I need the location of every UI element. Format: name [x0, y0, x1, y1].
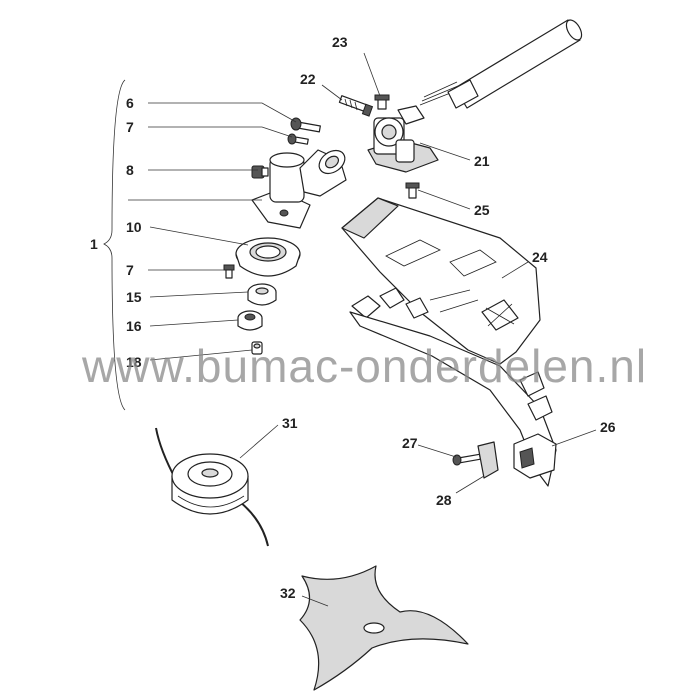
line-cutter-26	[513, 433, 557, 479]
callout-22: 22	[300, 71, 316, 87]
guard-24	[341, 197, 557, 487]
callout-labels: 1 6 7 8 10 7 15 16 18 21 22 23 24 25 26 …	[90, 34, 616, 601]
bolt-6	[290, 117, 321, 133]
callout-10: 10	[126, 219, 142, 235]
trimmer-head-31	[155, 427, 269, 547]
callout-32: 32	[280, 585, 296, 601]
three-tooth-blade-32	[299, 565, 469, 691]
cutter-blade-28	[477, 441, 499, 479]
watermark: www.bumac-onderdelen.nl	[81, 340, 647, 392]
gear-head-assembly	[251, 149, 347, 229]
callout-6: 6	[126, 95, 134, 111]
nut-16	[237, 310, 263, 331]
callout-8: 8	[126, 162, 134, 178]
assembly-1-bracket	[103, 79, 126, 411]
screw-25	[405, 182, 420, 199]
callout-31: 31	[282, 415, 298, 431]
callout-25: 25	[474, 202, 490, 218]
callout-7-lower: 7	[126, 262, 134, 278]
drive-shaft-tube	[419, 19, 583, 109]
screw-7-lower	[223, 264, 235, 279]
callout-16: 16	[126, 318, 142, 334]
callout-1: 1	[90, 236, 98, 252]
shaft-clamp-21	[367, 105, 439, 173]
screw-27	[452, 453, 481, 466]
leader-lines	[128, 52, 597, 607]
plug-8	[251, 165, 269, 179]
callout-24: 24	[532, 249, 548, 265]
screw-7-upper	[287, 133, 309, 145]
callout-15: 15	[126, 289, 142, 305]
callout-28: 28	[436, 492, 452, 508]
callout-21: 21	[474, 153, 490, 169]
screw-23	[374, 94, 390, 110]
nut-18	[251, 341, 263, 355]
callout-7-upper: 7	[126, 119, 134, 135]
callout-27: 27	[402, 435, 418, 451]
washer-15	[247, 283, 277, 306]
callout-23: 23	[332, 34, 348, 50]
callout-18: 18	[126, 354, 142, 370]
cup-washer-10	[235, 237, 301, 277]
callout-26: 26	[600, 419, 616, 435]
bolt-22	[338, 95, 374, 117]
